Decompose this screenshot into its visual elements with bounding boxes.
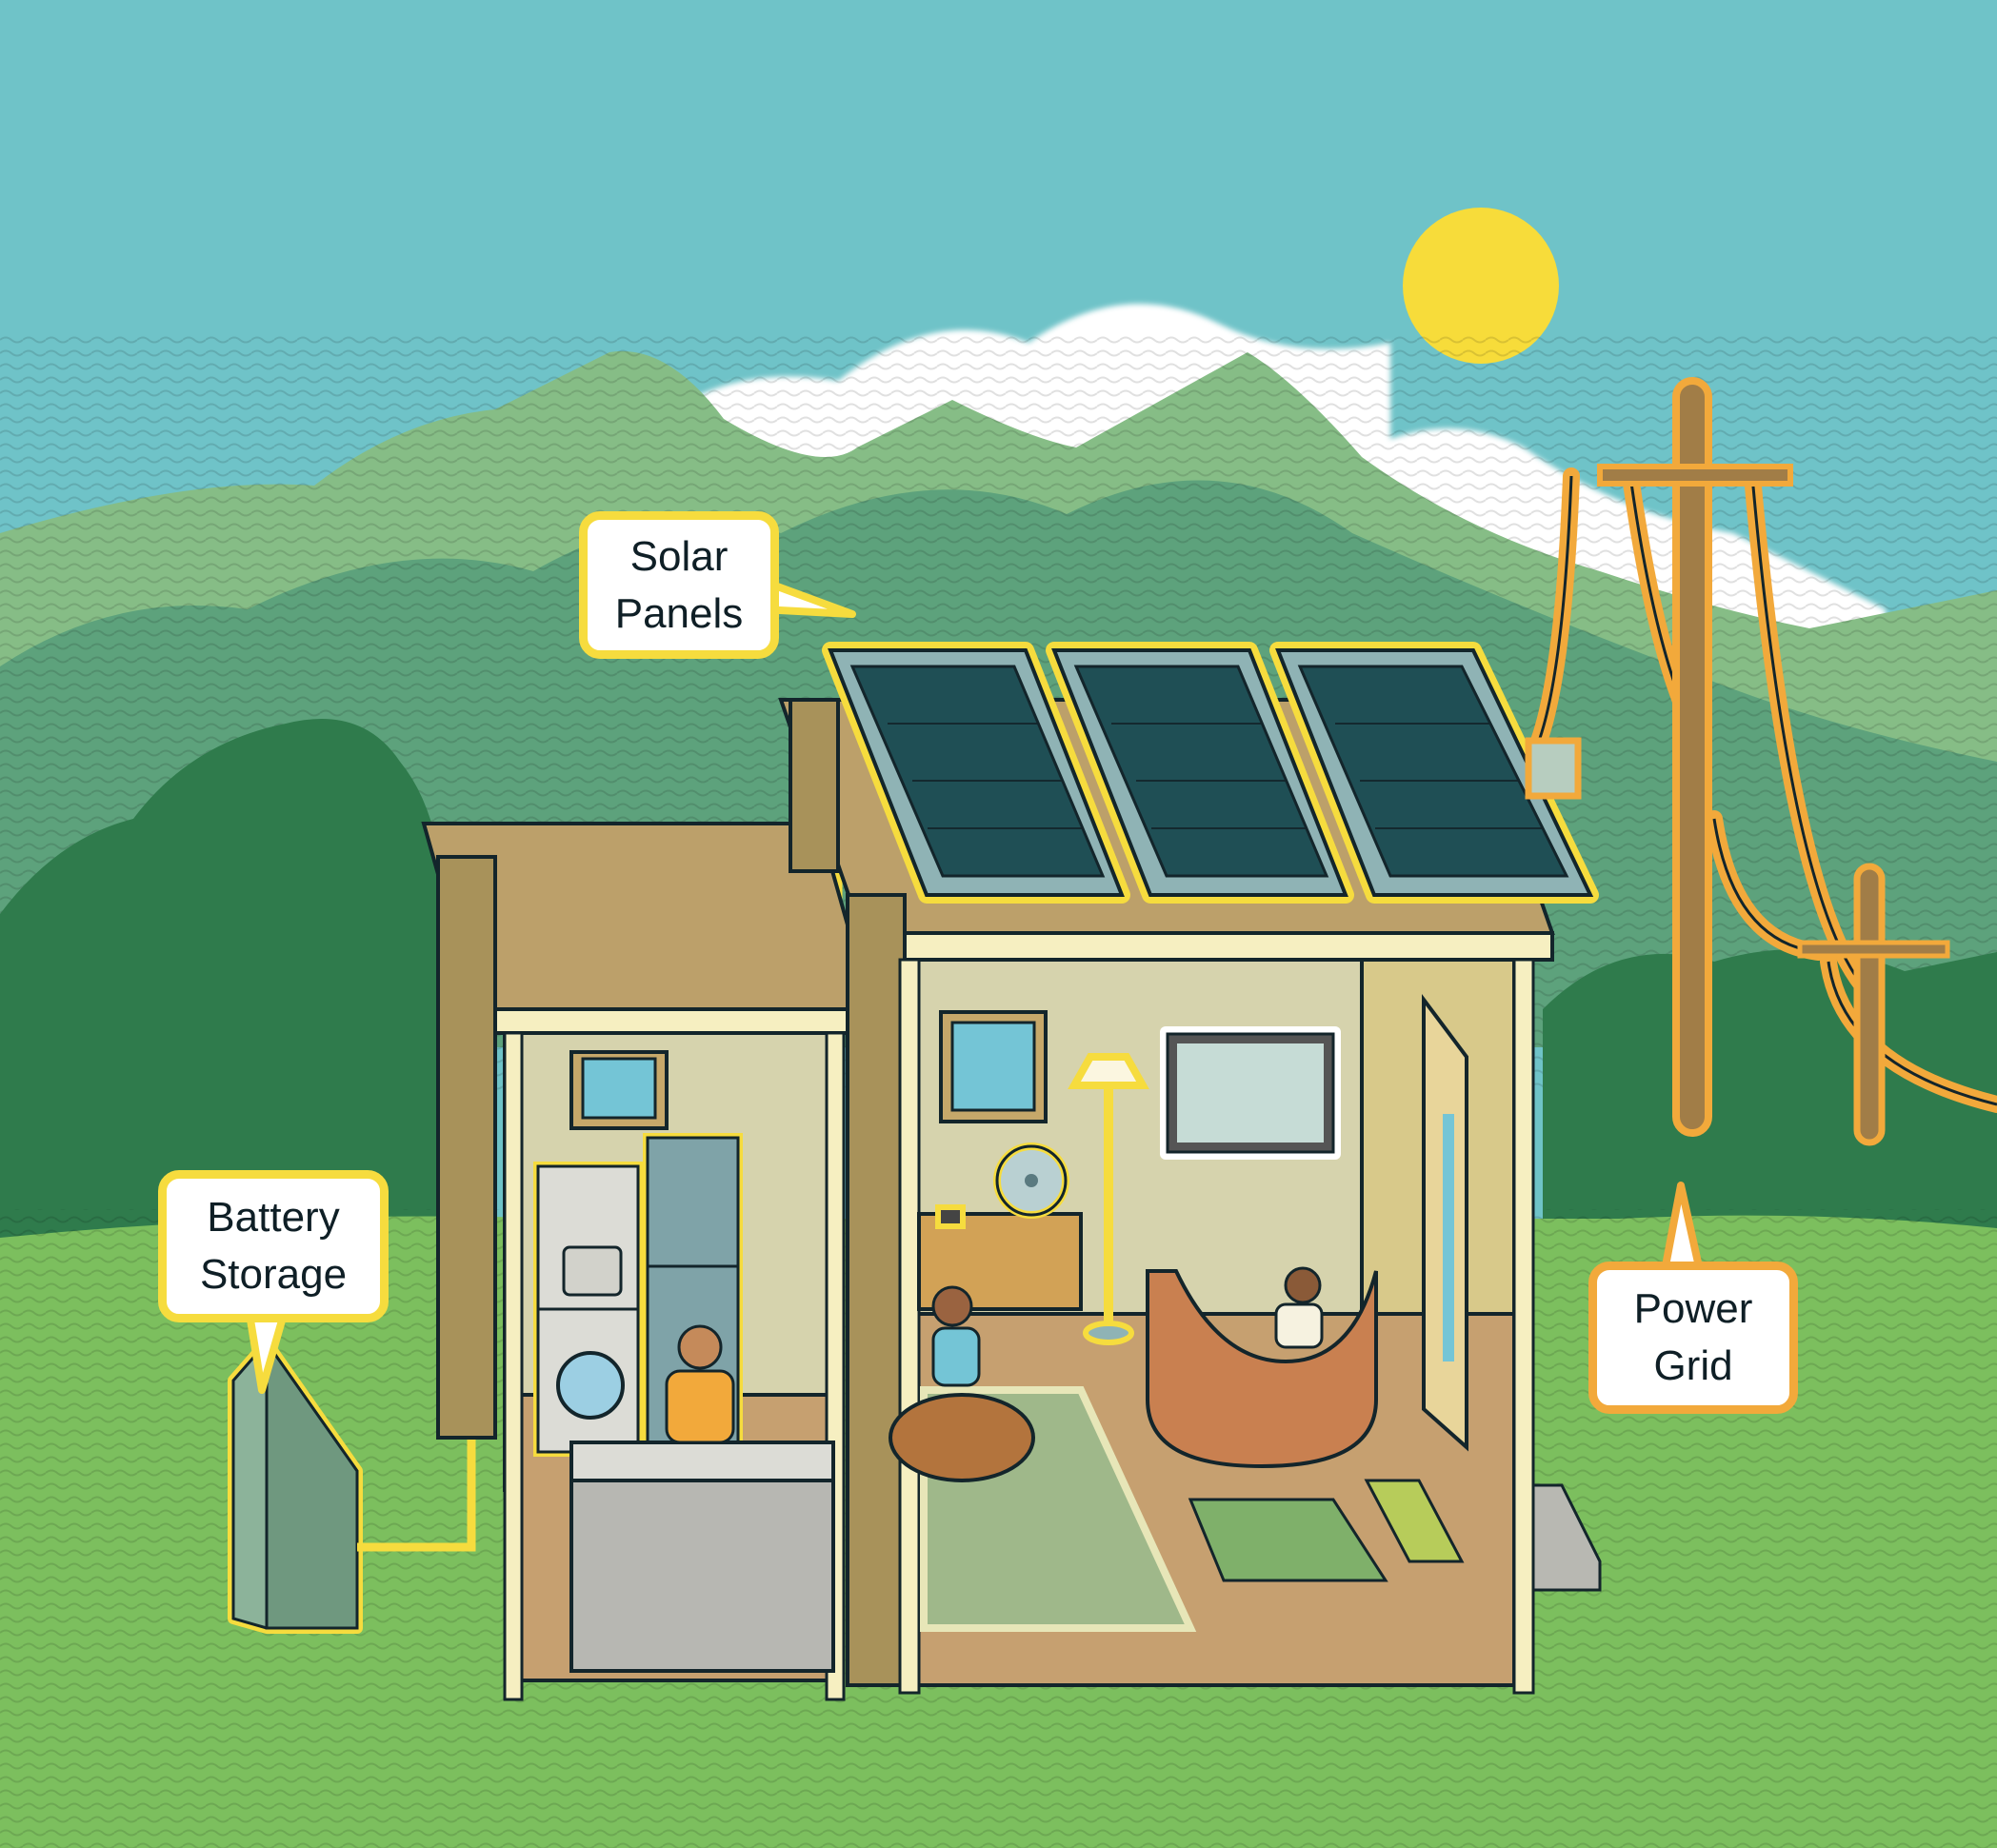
- solar-panels-label-line2: Panels: [614, 589, 744, 637]
- house: [421, 698, 1602, 1701]
- sun-icon: [1403, 208, 1559, 364]
- solar-panels: [822, 642, 1599, 904]
- power-grid-label-line1: Power: [1633, 1285, 1753, 1332]
- power-grid-callout: Power Grid: [1588, 1262, 1798, 1414]
- battery-storage-callout: Battery Storage: [158, 1170, 389, 1322]
- power-grid-label-line2: Grid: [1653, 1342, 1733, 1389]
- battery-storage-label-line2: Storage: [199, 1251, 348, 1298]
- solar-panels-callout: Solar Panels: [579, 511, 779, 659]
- battery-storage-label-line1: Battery: [207, 1194, 340, 1241]
- power-grid-poles: [1515, 377, 1997, 1146]
- forest: [0, 719, 448, 1266]
- solar-panels-label-line1: Solar: [629, 532, 729, 580]
